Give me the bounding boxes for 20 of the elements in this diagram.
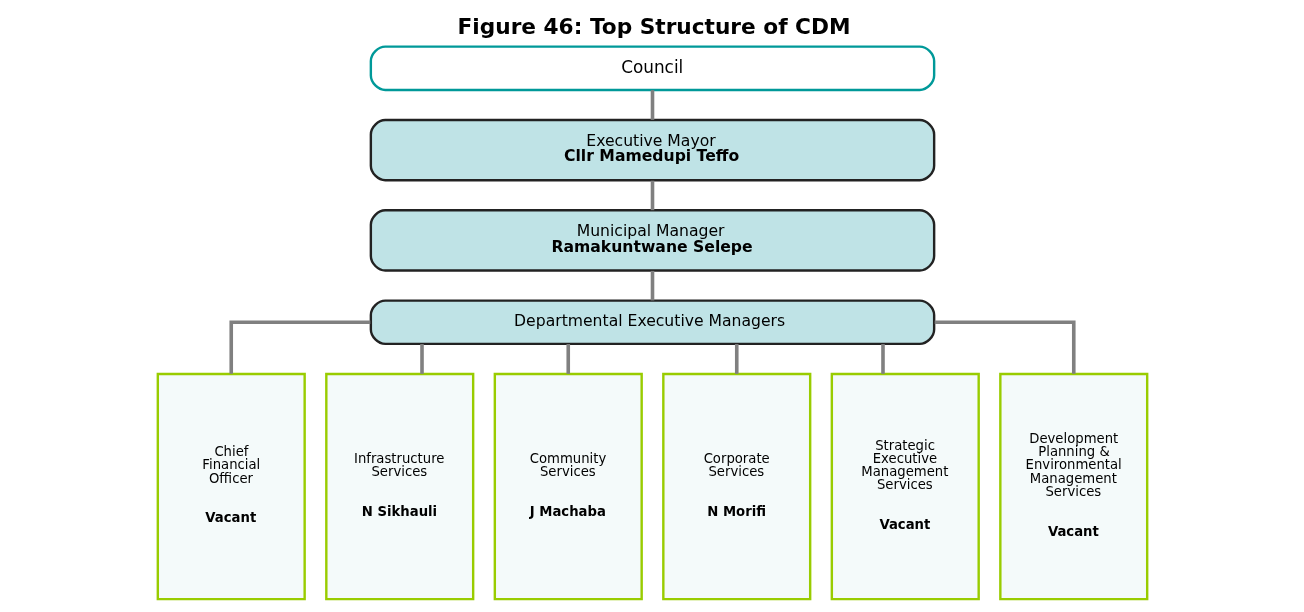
node-box: Development Planning & Environmental Management Services Vacant — [998, 372, 1148, 601]
node-box: Corporate Services N Morifi — [661, 372, 811, 601]
connector — [650, 180, 654, 211]
connector — [228, 320, 370, 374]
node-box: Municipal Manager Ramakuntwane Selepe — [369, 209, 935, 272]
node-box: Chief Financial Officer Vacant — [156, 372, 306, 601]
connector — [565, 344, 570, 374]
node-box: Community Services J Machaba — [493, 372, 643, 601]
connector — [650, 90, 654, 120]
node-box: Executive Mayor Cllr Mamedupi Teffo — [369, 118, 935, 182]
connector — [650, 270, 654, 301]
node-box: Council — [369, 45, 935, 92]
node-box: Infrastructure Services N Sikhauli — [324, 372, 474, 601]
connector — [934, 320, 1076, 374]
connector — [734, 344, 739, 374]
node-box: Strategic Executive Management Services Vacant — [830, 372, 980, 601]
connector — [419, 344, 424, 374]
diagram-title: Figure 46: Top Structure of CDM — [457, 13, 851, 39]
connector — [880, 344, 885, 374]
node-box: Departmental Executive Managers — [369, 299, 935, 346]
